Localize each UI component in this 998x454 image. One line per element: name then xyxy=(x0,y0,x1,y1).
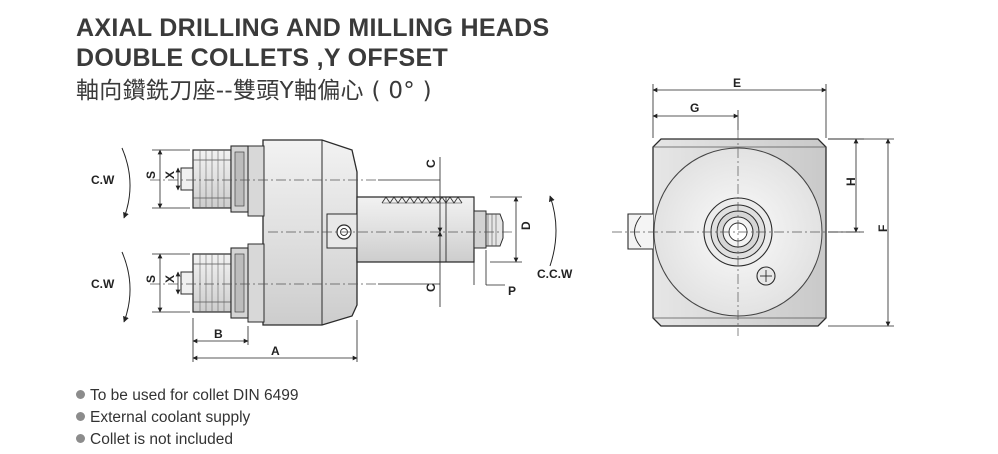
ccw-label: C.C.W xyxy=(537,267,573,281)
notes-list: To be used for collet DIN 6499 External … xyxy=(76,385,299,451)
side-centerlines xyxy=(150,179,515,285)
bottom-collet-nut xyxy=(180,247,249,319)
p-label: P xyxy=(508,284,516,298)
tool-holder-body xyxy=(247,139,358,326)
note-item: External coolant supply xyxy=(76,407,299,429)
note-text: External coolant supply xyxy=(90,409,251,426)
title-line-1: AXIAL DRILLING AND MILLING HEADS xyxy=(76,14,550,42)
side-view: C.W C.W C.C.W S S X X C C D P B A xyxy=(91,139,573,362)
note-item: To be used for collet DIN 6499 xyxy=(76,385,299,407)
g-label: G xyxy=(690,101,699,115)
side-dimensions xyxy=(152,149,522,362)
bullet-dot-icon xyxy=(76,412,85,421)
c-bottom-label: C xyxy=(424,283,438,292)
x-top-label: X xyxy=(163,171,177,179)
e-label: E xyxy=(733,76,741,90)
title-line-3-chinese: 軸向鑽銑刀座--雙頭Y軸偏心 ( 0° ) xyxy=(76,78,432,104)
s-top-label: S xyxy=(144,171,158,179)
b-label: B xyxy=(214,327,223,341)
note-text: To be used for collet DIN 6499 xyxy=(90,387,299,404)
d-label: D xyxy=(519,221,533,230)
top-collet-nut xyxy=(180,145,249,213)
a-label: A xyxy=(271,344,280,358)
cw-bottom-label: C.W xyxy=(91,277,115,291)
title-line-2: DOUBLE COLLETS ,Y OFFSET xyxy=(76,44,449,72)
cw-top-label: C.W xyxy=(91,173,115,187)
bullet-dot-icon xyxy=(76,390,85,399)
s-bottom-label: S xyxy=(144,275,158,283)
bullet-dot-icon xyxy=(76,434,85,443)
curved-rotation-arrow-icon xyxy=(121,147,557,323)
x-bottom-label: X xyxy=(163,275,177,283)
spindle xyxy=(703,197,773,267)
front-dimensions xyxy=(652,84,894,327)
front-view: E G H F xyxy=(612,76,894,336)
note-item: Collet is not included xyxy=(76,429,299,451)
f-label: F xyxy=(876,225,890,232)
h-label: H xyxy=(844,177,858,186)
serrated-shank xyxy=(326,196,504,263)
c-top-label: C xyxy=(424,159,438,168)
note-text: Collet is not included xyxy=(90,431,234,448)
